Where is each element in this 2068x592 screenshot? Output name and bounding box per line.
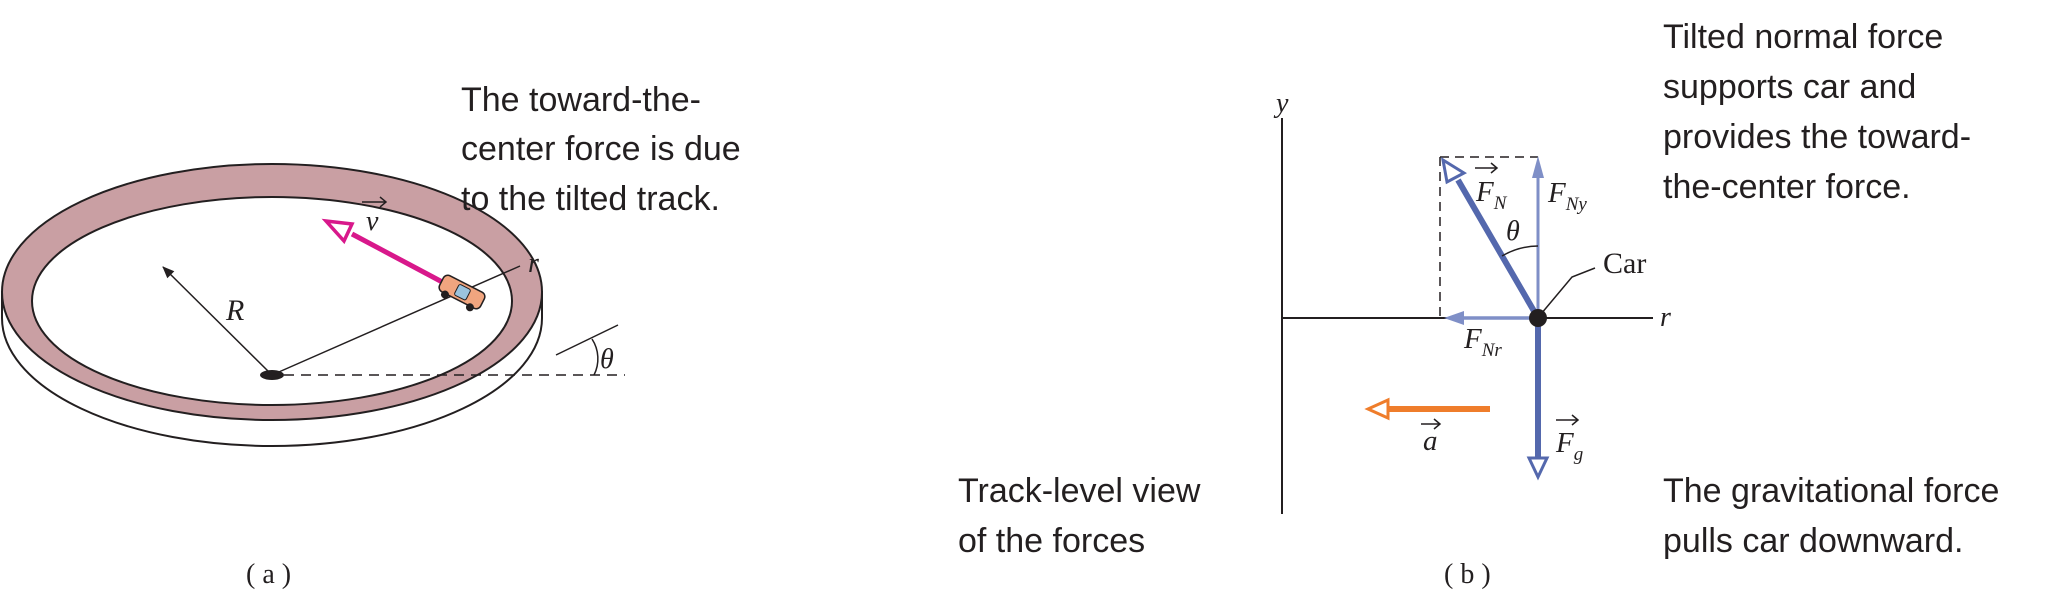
theta-angle-arc	[1501, 245, 1539, 257]
radius-label: R	[225, 294, 244, 327]
normal-y-label: FNy	[1547, 177, 1587, 215]
car-label: Car	[1603, 247, 1646, 280]
normal-force-vector-bar	[1475, 162, 1499, 174]
acceleration-vector-bar	[1421, 418, 1442, 430]
normal-force-shaft	[1455, 178, 1541, 320]
normal-force-r-component	[1444, 311, 1538, 325]
normal-force-y-head	[1532, 156, 1544, 178]
panel-a-note-line-1: The toward-the-	[461, 81, 701, 119]
panel-a: R r θ v The toward-the- center force is …	[1, 81, 750, 590]
radial-axis-label: r	[528, 248, 539, 279]
radius-arrow	[162, 266, 273, 376]
acceleration-label: a	[1423, 425, 1438, 457]
acceleration-head	[1364, 397, 1390, 421]
r-axis-label: r	[1660, 302, 1671, 333]
panel-b-top-note-line-4: the-center force.	[1663, 168, 1911, 206]
panel-a-note: The toward-the- center force is due to t…	[461, 81, 750, 218]
theta-label: θ	[1506, 216, 1520, 247]
gravity-vector-bar	[1556, 414, 1580, 426]
track-tilt-line	[555, 324, 619, 356]
race-car-icon	[438, 274, 486, 312]
panel-b: y r θ Car FN	[958, 18, 2009, 590]
panel-b-left-note-line-2: of the forces	[958, 522, 1145, 560]
panel-b-bottom-note-line-1: The gravitational force	[1663, 472, 1999, 510]
panel-b-bottom-note-line-2: pulls car downward.	[1663, 522, 1963, 560]
panel-b-top-note-line-2: supports car and	[1663, 68, 1916, 106]
velocity-arrow-head	[321, 218, 355, 245]
radial-line	[271, 265, 521, 376]
velocity-vector	[321, 218, 448, 287]
velocity-label: v	[366, 206, 379, 237]
normal-force-label: FN	[1475, 176, 1508, 214]
panel-b-top-note-line-3: provides the toward-	[1663, 118, 1971, 156]
normal-force-y-component	[1532, 156, 1544, 318]
y-axis-label: y	[1273, 88, 1289, 119]
panel-b-top-note-line-1: Tilted normal force	[1663, 18, 1943, 56]
velocity-arrow-shaft	[350, 231, 448, 287]
bank-angle-arc	[591, 338, 599, 376]
bank-angle-label: θ	[600, 344, 614, 375]
panel-a-caption: ( a )	[246, 559, 291, 590]
panel-b-top-note: Tilted normal force supports car and pro…	[1663, 18, 1981, 206]
component-dashed-box	[1439, 156, 1538, 318]
panel-a-note-line-3: to the tilted track.	[461, 180, 720, 218]
normal-force-r-head	[1444, 311, 1464, 325]
normal-r-label: FNr	[1463, 323, 1502, 361]
normal-force-head	[1440, 156, 1468, 185]
panel-b-caption: ( b )	[1444, 559, 1491, 590]
panel-b-left-note-line-1: Track-level view	[958, 472, 1201, 510]
gravitational-force-vector	[1526, 318, 1550, 481]
normal-force-vector	[1440, 156, 1541, 320]
panel-b-left-note: Track-level view of the forces	[958, 472, 1210, 560]
panel-b-bottom-note: The gravitational force pulls car downwa…	[1663, 472, 2009, 560]
gravitational-force-head	[1526, 456, 1550, 481]
car-point	[1529, 309, 1547, 327]
acceleration-vector	[1364, 397, 1490, 421]
panel-a-note-line-2: center force is due	[461, 130, 741, 168]
car-leader-line	[1540, 267, 1596, 315]
velocity-vector-bar	[362, 196, 388, 208]
track-inner-field	[31, 196, 513, 406]
circular-track	[1, 163, 543, 447]
gravity-label: Fg	[1555, 427, 1583, 465]
